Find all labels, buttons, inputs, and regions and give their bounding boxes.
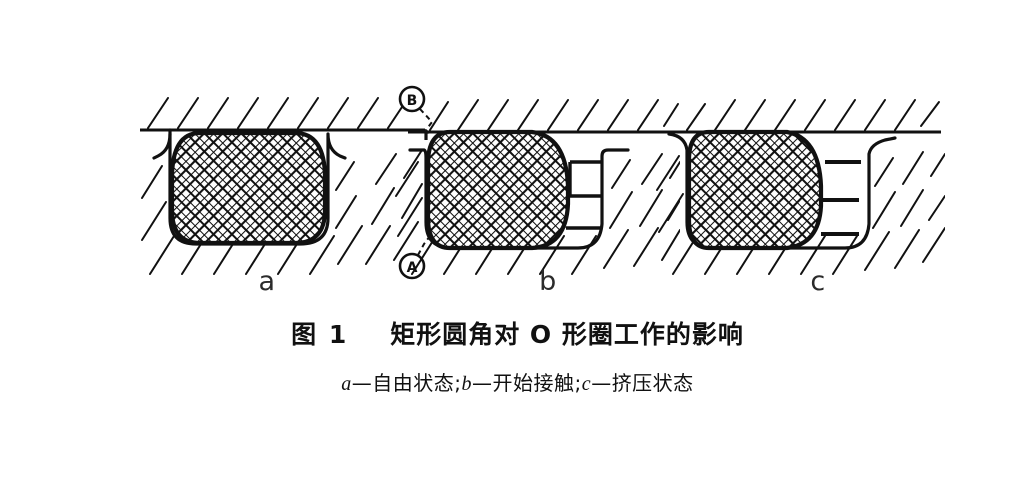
groove-outline-c — [667, 132, 897, 250]
panel-label-c: c — [810, 266, 826, 297]
panel-b-drawing: B A — [395, 85, 680, 280]
upper-material-hatching-c — [686, 99, 940, 131]
sub-letter-a: a — [341, 373, 352, 395]
groove-outline-a — [168, 132, 347, 246]
panel-a-drawing — [140, 97, 425, 275]
figure-caption-title: 图 1 矩形圆角对 O 形圈工作的影响 — [0, 318, 1035, 352]
callout-a-label: A — [407, 260, 418, 276]
figure-caption-subtitle: a—自由状态;b—开始接触;c—挤压状态 — [0, 368, 1035, 399]
panels-row: a B — [0, 78, 1035, 313]
gap-tick-marks-c — [819, 160, 861, 236]
panel-label-b: b — [539, 266, 557, 297]
lower-material-hatching-b — [395, 153, 680, 275]
upper-material-hatching-b — [429, 99, 679, 131]
callout-b-label: B — [407, 93, 418, 109]
figure-number: 图 1 — [291, 320, 349, 349]
sub-text-b: —开始接触; — [472, 371, 582, 395]
callout-a-marker: A — [398, 225, 435, 280]
upper-material-hatching-a — [147, 97, 409, 129]
oring-cross-section-c — [686, 129, 824, 251]
figure-title-text: 矩形圆角对 O 形圈工作的影响 — [390, 320, 744, 349]
sub-letter-b: b — [461, 373, 473, 395]
panel-label-a: a — [258, 266, 276, 297]
sub-text-a: —自由状态; — [351, 371, 462, 395]
panel-b-initial-contact: B A — [390, 78, 680, 313]
groove-left-upper-fillet-a — [152, 128, 172, 160]
panel-c-drawing — [656, 99, 945, 275]
panel-c-squeezed-state: c — [655, 78, 945, 313]
callout-b-marker: B — [398, 85, 434, 137]
lower-material-hatching-a — [141, 149, 423, 275]
sub-text-c: —挤压状态 — [591, 371, 694, 395]
panel-a-free-state: a — [140, 78, 430, 313]
oring-cross-section-b — [425, 129, 571, 251]
sub-letter-c: c — [581, 373, 592, 395]
oring-cross-section-a — [169, 130, 328, 246]
